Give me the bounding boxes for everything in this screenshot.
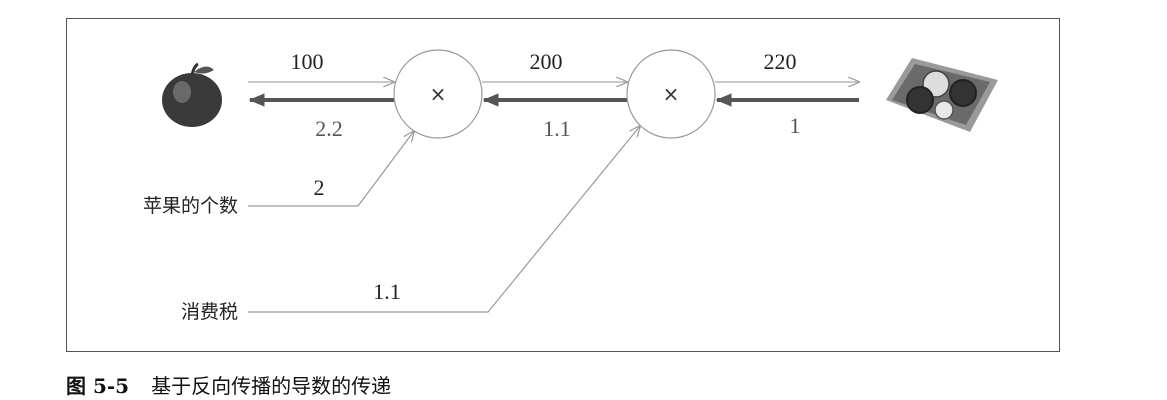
forward-edges	[248, 82, 859, 313]
input-value-tax: 1.1	[373, 279, 401, 304]
input-label-apple-count: 苹果的个数	[143, 195, 238, 217]
figure-caption: 图 5-5 基于反向传播的导数的传递	[66, 370, 391, 399]
input-label-tax: 消费税	[181, 301, 238, 323]
multiply-node-1-symbol: ×	[430, 82, 447, 106]
gradient-output: 1	[790, 113, 801, 138]
figure-number: 图 5-5	[66, 374, 130, 398]
forward-value-apple-price: 100	[291, 49, 324, 74]
apple-icon	[162, 62, 222, 127]
coin-tray-icon	[886, 58, 998, 132]
figure-title: 基于反向传播的导数的传递	[151, 374, 392, 398]
computational-graph: × × 100 200 220 2.2 1.1 1 苹果的个数 2 消费税 1.…	[143, 49, 998, 323]
multiply-node-1: ×	[393, 49, 483, 139]
forward-value-mid: 200	[530, 49, 563, 74]
multiply-node-2: ×	[626, 49, 716, 139]
diagram-frame	[66, 18, 1060, 352]
gradient-mid: 1.1	[543, 116, 571, 141]
forward-value-total: 220	[764, 49, 797, 74]
input-value-apple-count: 2	[314, 175, 325, 200]
multiply-node-2-symbol: ×	[663, 82, 680, 106]
gradient-apple: 2.2	[315, 116, 343, 141]
